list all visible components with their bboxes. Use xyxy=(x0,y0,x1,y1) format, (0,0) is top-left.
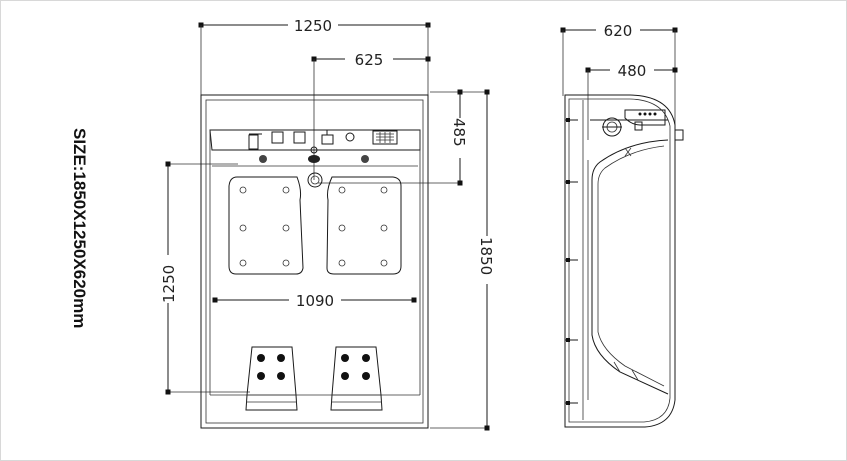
size-label-group: SIZE:1850X1250X620mm xyxy=(70,128,89,328)
front-view: 1250 625 485 18 xyxy=(159,16,496,431)
dim-width-label: 1250 xyxy=(294,17,332,35)
dim-inner-width-label: 1090 xyxy=(296,292,334,310)
dim-half-width-label: 625 xyxy=(355,51,384,69)
dim-top-offset-label: 485 xyxy=(450,118,468,147)
dim-seat-height-label: 1250 xyxy=(160,265,178,303)
side-markers xyxy=(565,118,639,405)
dim-height-label: 1850 xyxy=(477,237,495,275)
size-label: SIZE:1850X1250X620mm xyxy=(70,128,89,328)
dim-depth-label: 620 xyxy=(604,22,633,40)
dim-inner-width: 1090 xyxy=(212,291,417,310)
dim-top-offset: 485 xyxy=(318,89,469,186)
dim-seat-height: 1250 xyxy=(159,161,250,395)
dim-depth: 620 xyxy=(560,21,678,140)
right-jet-panel xyxy=(326,176,402,275)
control-panel xyxy=(248,130,398,163)
side-view: 620 480 xyxy=(560,21,684,428)
dim-inner-depth-label: 480 xyxy=(618,62,647,80)
dim-inner-depth: 480 xyxy=(585,61,678,140)
left-jet-panel xyxy=(228,176,304,275)
left-foot-massager xyxy=(245,346,298,411)
right-foot-massager xyxy=(330,346,383,411)
dim-half-width: 625 xyxy=(311,51,431,180)
pump-mechanism xyxy=(602,109,684,157)
dim-width: 1250 xyxy=(198,16,431,96)
dim-height: 1850 xyxy=(430,89,496,431)
